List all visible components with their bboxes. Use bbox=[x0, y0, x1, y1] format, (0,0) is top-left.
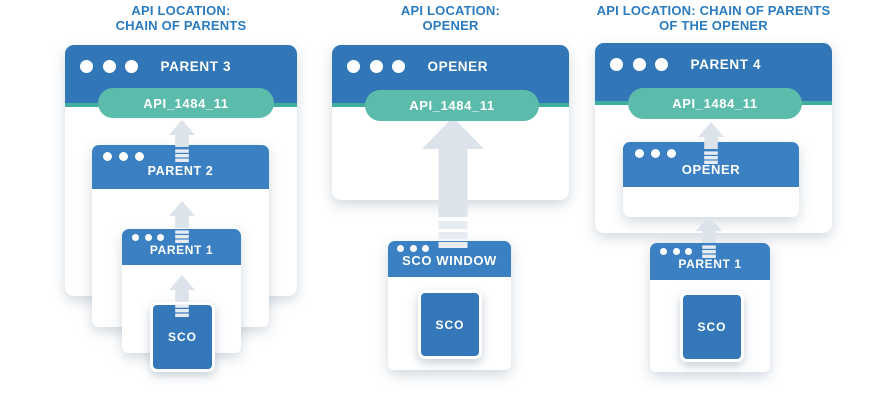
panel3-heading-line1: API LOCATION: CHAIN OF PARENTS bbox=[596, 3, 831, 18]
window-controls bbox=[122, 229, 241, 241]
window-title: PARENT 1 bbox=[149, 243, 214, 257]
window-dot-icon bbox=[635, 149, 644, 158]
api-pill: API_1484_11 bbox=[98, 88, 274, 118]
up-arrow-icon bbox=[169, 275, 195, 317]
sco-label: SCO bbox=[697, 320, 727, 334]
window-dot-icon bbox=[651, 149, 660, 158]
window-dot-icon bbox=[80, 60, 93, 73]
panel2-heading-line1: API LOCATION: bbox=[400, 3, 501, 18]
window-dot-icon bbox=[667, 149, 676, 158]
window-dot-icon bbox=[369, 60, 383, 73]
api-pill-label: API_1484_11 bbox=[672, 96, 758, 111]
window-dot-icon bbox=[397, 245, 404, 252]
api-pill: API_1484_11 bbox=[628, 88, 802, 119]
window-controls bbox=[347, 60, 415, 73]
panel3-heading: API LOCATION: CHAIN OF PARENTS OF THE OP… bbox=[595, 3, 832, 33]
api-pill-label: API_1484_11 bbox=[143, 95, 229, 111]
window-dot-icon bbox=[660, 248, 667, 255]
sco-box: SCO bbox=[680, 292, 744, 362]
up-arrow-icon bbox=[696, 216, 722, 258]
up-arrow-icon bbox=[422, 117, 484, 248]
window-dot-icon bbox=[132, 234, 139, 241]
window-controls bbox=[388, 241, 511, 252]
window-title: PARENT 2 bbox=[147, 164, 214, 178]
sco-label: SCO bbox=[167, 330, 197, 344]
window-dot-icon bbox=[135, 152, 144, 161]
window-titlebar: PARENT 1 bbox=[122, 229, 241, 265]
window-dot-icon bbox=[422, 245, 429, 252]
panel1-heading-line2: CHAIN OF PARENTS bbox=[115, 18, 247, 33]
window-dot-icon bbox=[144, 234, 152, 241]
window-controls bbox=[610, 58, 678, 71]
api-pill-label: API_1484_11 bbox=[409, 98, 495, 113]
window-title: PARENT 3 bbox=[160, 59, 232, 74]
up-arrow-icon bbox=[169, 201, 195, 243]
window-dot-icon bbox=[409, 245, 417, 252]
window-title: SCO WINDOW bbox=[402, 253, 497, 268]
window-titlebar: OPENER bbox=[623, 142, 799, 187]
panel2-heading-line2: OPENER bbox=[422, 18, 479, 33]
window-controls bbox=[650, 243, 770, 255]
window-dot-icon bbox=[655, 58, 668, 71]
panel3-heading-line2: OF THE OPENER bbox=[659, 18, 768, 33]
window-controls bbox=[623, 142, 799, 158]
window-dot-icon bbox=[672, 248, 680, 255]
panel1-heading-line1: API LOCATION: bbox=[131, 3, 231, 18]
up-arrow-icon bbox=[169, 120, 195, 162]
window-controls bbox=[80, 60, 148, 73]
sco-label: SCO bbox=[435, 317, 465, 332]
window-title: PARENT 1 bbox=[678, 257, 742, 271]
window-dot-icon bbox=[685, 248, 692, 255]
window-controls bbox=[92, 145, 269, 161]
window-title: PARENT 4 bbox=[690, 57, 762, 72]
window-titlebar: PARENT 1 bbox=[650, 243, 770, 280]
window-dot-icon bbox=[610, 58, 623, 71]
window-title: OPENER bbox=[681, 162, 741, 177]
api-pill: API_1484_11 bbox=[365, 90, 539, 121]
window-dot-icon bbox=[103, 152, 112, 161]
window-titlebar: PARENT 2 bbox=[92, 145, 269, 189]
up-arrow-icon bbox=[698, 122, 724, 164]
window-dot-icon bbox=[392, 60, 405, 73]
window-dot-icon bbox=[347, 60, 360, 73]
window-dot-icon bbox=[125, 60, 138, 73]
window-dot-icon bbox=[102, 60, 116, 73]
window-dot-icon bbox=[119, 152, 128, 161]
window-dot-icon bbox=[157, 234, 164, 241]
panel1-heading: API LOCATION: CHAIN OF PARENTS bbox=[65, 3, 297, 33]
sco-box: SCO bbox=[418, 290, 482, 359]
window-title: OPENER bbox=[427, 59, 489, 74]
window-dot-icon bbox=[632, 58, 646, 71]
panel2-heading: API LOCATION: OPENER bbox=[332, 3, 569, 33]
